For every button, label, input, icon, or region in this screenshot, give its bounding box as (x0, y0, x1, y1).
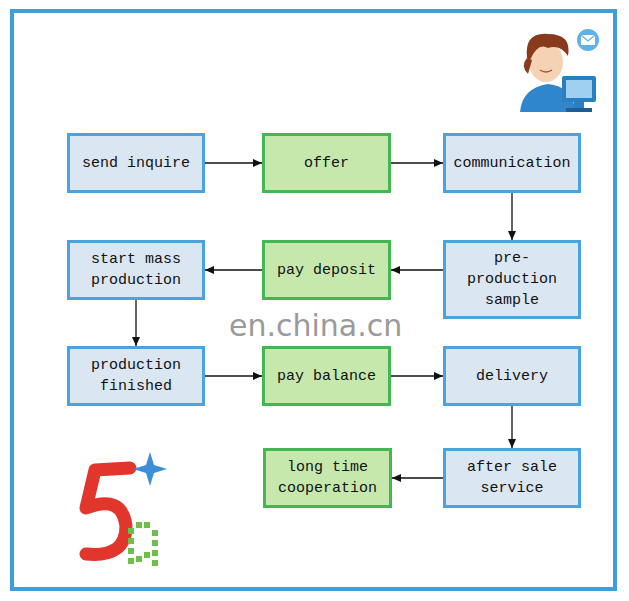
flow-arrow (511, 406, 512, 448)
box-label: long time cooperation (266, 455, 389, 501)
process-box: production finished (67, 346, 205, 406)
flow-arrow (391, 269, 443, 270)
flow-arrow (391, 375, 443, 376)
box-label: start mass production (70, 247, 202, 293)
flow-arrow (511, 193, 512, 240)
company-logo (86, 452, 167, 566)
box-label: communication (448, 151, 575, 176)
process-box: after sale service (443, 448, 581, 508)
process-box: long time cooperation (263, 448, 392, 508)
box-label: send inquire (77, 151, 195, 176)
process-box: send inquire (67, 133, 205, 193)
box-label: delivery (471, 364, 553, 389)
box-label: production finished (70, 353, 202, 399)
flow-arrow (391, 162, 443, 163)
box-label: after sale service (446, 455, 578, 501)
box-label: pre-production sample (446, 246, 578, 313)
process-box: delivery (443, 346, 581, 406)
process-box: offer (262, 133, 391, 193)
flow-arrow (205, 269, 262, 270)
process-box: pre-production sample (443, 240, 581, 319)
box-label: pay balance (272, 364, 381, 389)
process-box: pay balance (262, 346, 391, 406)
person-illustration (520, 29, 599, 112)
flow-arrow (205, 375, 262, 376)
flow-arrow (392, 477, 443, 478)
flow-arrow (205, 162, 262, 163)
watermark: en.china.cn (225, 308, 406, 343)
box-label: pay deposit (272, 258, 381, 283)
process-box: start mass production (67, 240, 205, 300)
box-label: offer (299, 151, 354, 176)
process-box: communication (443, 133, 581, 193)
flow-arrow (135, 300, 136, 346)
process-box: pay deposit (262, 240, 391, 300)
